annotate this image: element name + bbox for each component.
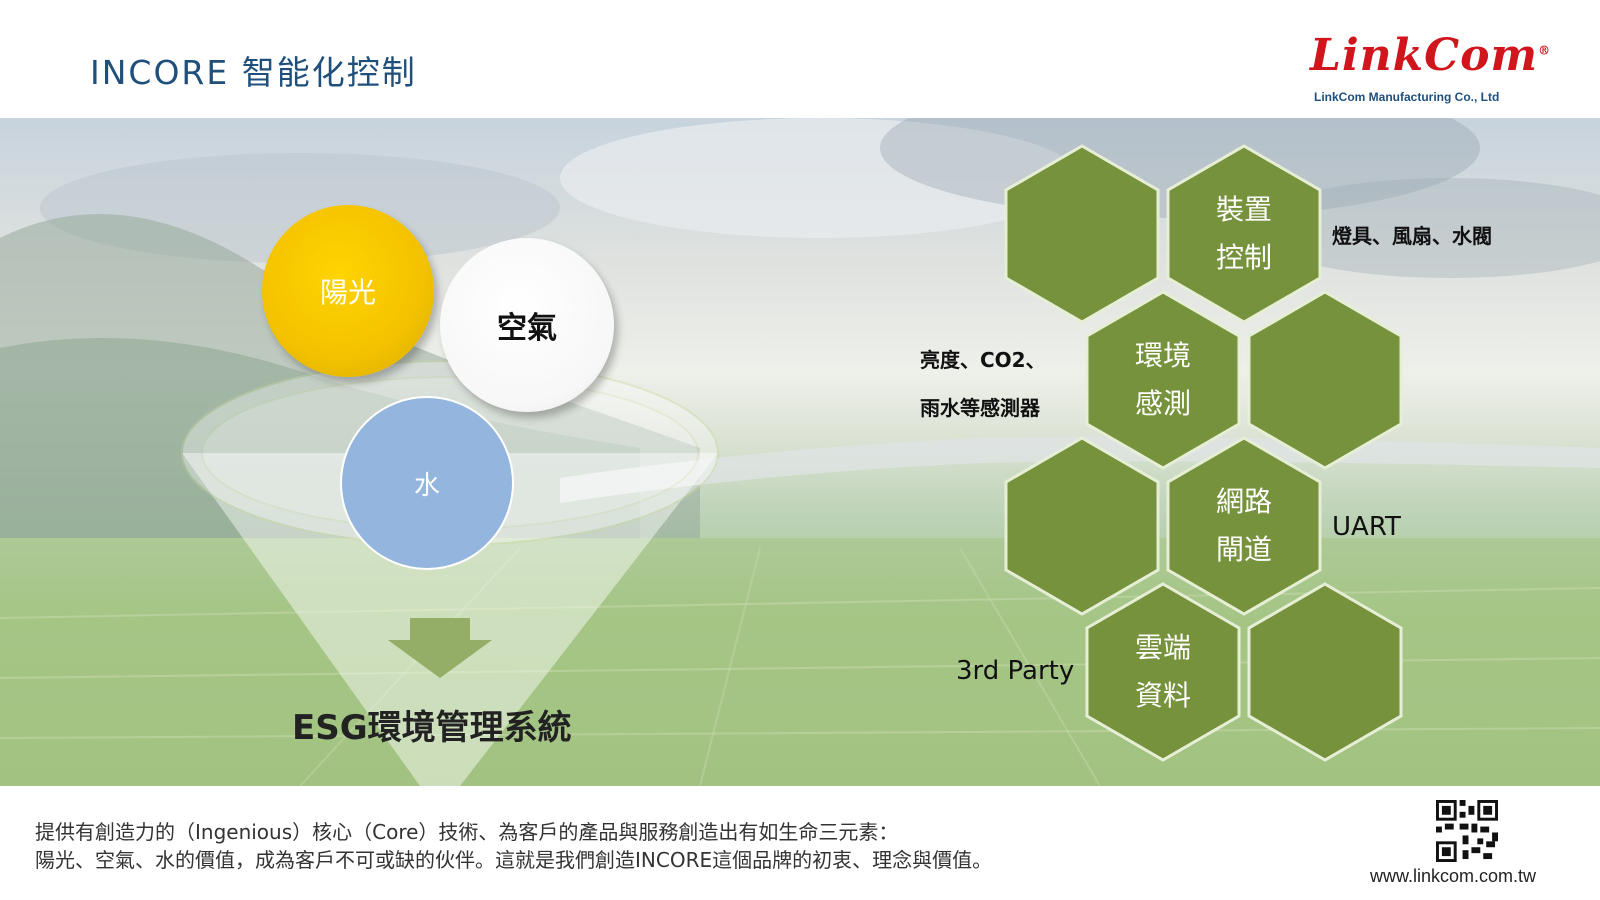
water-label: 水 [413,470,440,501]
env-sensing-examples-1: 亮度、CO2、 [920,348,1046,372]
cloud-data-partner: 3rd Party [956,656,1075,686]
cloud-data-label: 雲端 資料 [1103,624,1223,720]
hexagon-cloud-data [1085,582,1241,762]
footer-line-1: 提供有創造力的（Ingenious）核心（Core）技術、為客戶的產品與服務創造… [35,820,899,844]
air-label: 空氣 [497,311,557,346]
device-control-line1: 裝置 [1215,193,1272,226]
sunlight-label: 陽光 [319,276,376,309]
footer [0,786,1600,900]
hexagon-device-control [1166,144,1322,324]
hexagon-network-gateway [1166,436,1322,616]
esg-system-label: ESG環境管理系統 [292,708,572,748]
hexagon-empty-2 [1247,290,1403,470]
website-link[interactable]: www.linkcom.com.tw [1370,866,1537,886]
footer-description: 提供有創造力的（Ingenious）核心（Core）技術、為客戶的產品與服務創造… [35,818,992,874]
footer-line-2: 陽光、空氣、水的價值，成為客戶不可或缺的伙伴。這就是我們創造INCORE這個品牌… [35,848,993,872]
page-title: INCORE 智能化控制 [90,53,417,92]
hexagon-grid [1004,144,1403,762]
network-gateway-label: 網路 閘道 [1184,478,1304,574]
hexagon-empty-4 [1247,582,1403,762]
cloud-data-line2: 資料 [1134,679,1191,712]
device-control-examples: 燈具、風扇、水閥 [1332,224,1492,248]
cloud-data-line1: 雲端 [1134,631,1191,664]
header: INCORE 智能化控制 LinkCom® LinkCom Manufactur… [0,0,1600,118]
device-control-line2: 控制 [1215,241,1272,274]
env-sensing-line1: 環境 [1134,339,1191,372]
hexagon-env-sensing [1085,290,1241,470]
linkcom-logo: LinkCom® [1310,30,1551,81]
env-sensing-label: 環境 感測 [1103,332,1223,428]
air-circle: 空氣 [440,238,614,412]
sunlight-circle: 陽光 [262,205,434,377]
hexagon-empty-1 [1004,144,1160,324]
hexagon-empty-3 [1004,436,1160,616]
env-sensing-line2: 感測 [1134,387,1191,420]
qr-code-icon[interactable] [1436,800,1498,862]
logo-text: LinkCom [1310,30,1539,81]
registered-mark: ® [1538,43,1552,58]
env-sensing-examples-2: 雨水等感測器 [920,396,1040,420]
network-gateway-protocol: UART [1332,512,1401,542]
network-gateway-line2: 閘道 [1215,533,1272,566]
device-control-label: 裝置 控制 [1184,186,1304,282]
water-circle: 水 [340,396,514,570]
company-name: LinkCom Manufacturing Co., Ltd [1314,90,1500,104]
landscape-background [0,118,1600,786]
network-gateway-line1: 網路 [1215,485,1272,518]
